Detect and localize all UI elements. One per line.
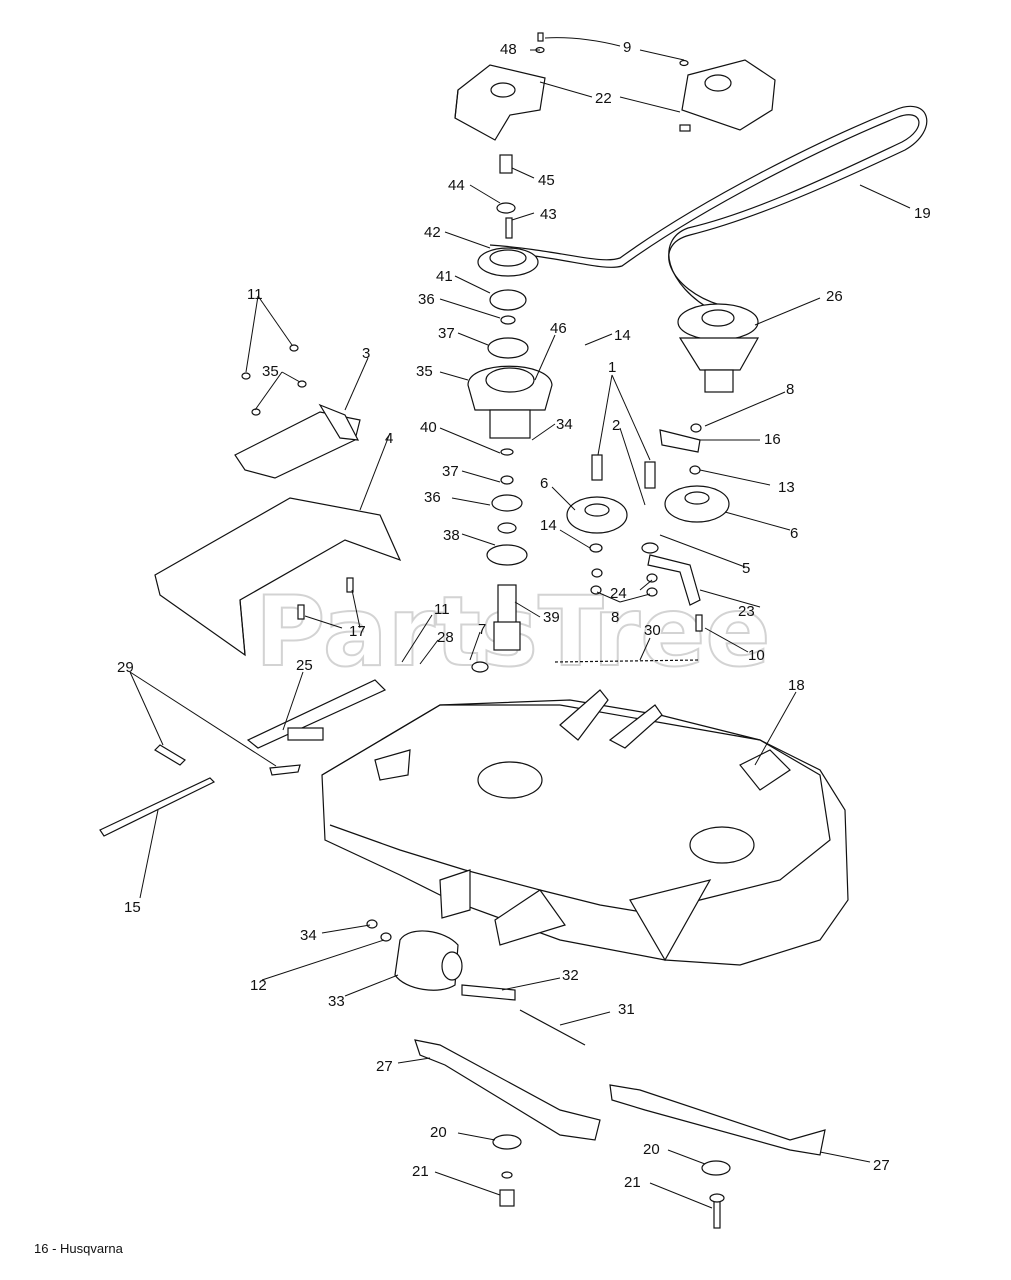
label-44: 44: [448, 177, 465, 194]
label-39: 39: [543, 609, 560, 626]
label-21-left: 21: [412, 1163, 429, 1180]
label-17: 17: [349, 623, 366, 640]
label-37-top: 37: [438, 325, 455, 342]
label-20-left: 20: [430, 1124, 447, 1141]
bracket-3: [234, 344, 361, 479]
drive-belt: [489, 105, 928, 313]
label-2: 2: [612, 417, 620, 434]
label-34-top: 34: [556, 416, 573, 433]
leader-lines: [129, 37, 911, 1209]
anti-scalp-roller: [366, 919, 586, 1046]
spring: [471, 659, 701, 673]
label-23: 23: [738, 603, 755, 620]
spindle-assembly: [467, 154, 553, 651]
discharge-chute: [154, 497, 402, 657]
label-28: 28: [437, 629, 454, 646]
label-21-right: 21: [624, 1174, 641, 1191]
label-11-top: 11: [247, 286, 263, 303]
blade-bolts: [492, 1134, 731, 1229]
label-14: 14: [540, 517, 557, 534]
label-5: 5: [742, 560, 750, 577]
label-15: 15: [124, 899, 141, 916]
label-11: 11: [434, 601, 450, 618]
label-20-right: 20: [643, 1141, 660, 1158]
label-6-right: 6: [790, 525, 798, 542]
label-4: 4: [385, 430, 393, 447]
label-40: 40: [420, 419, 437, 436]
rod-25: [99, 679, 387, 837]
label-32: 32: [562, 967, 579, 984]
page-footer: 16 - Husqvarna: [34, 1241, 123, 1256]
spindle-26: [677, 303, 760, 393]
label-30: 30: [644, 622, 661, 639]
part-labels: 48 9 22 45 44 43 19 42 26 41 11 36 14 37…: [117, 39, 931, 1191]
label-34: 34: [300, 927, 317, 944]
label-10: 10: [748, 647, 765, 664]
label-38: 38: [443, 527, 460, 544]
belt-cover-right: [679, 59, 776, 132]
label-31: 31: [618, 1001, 635, 1018]
label-43: 43: [540, 206, 557, 223]
idler-pulleys: [566, 423, 730, 632]
label-16: 16: [764, 431, 781, 448]
label-1: 1: [608, 359, 616, 376]
label-8: 8: [611, 609, 619, 626]
label-36-top: 36: [418, 291, 435, 308]
label-6-left: 6: [540, 475, 548, 492]
label-25: 25: [296, 657, 313, 674]
label-33: 33: [328, 993, 345, 1010]
label-46: 46: [550, 320, 567, 337]
label-9: 9: [623, 39, 631, 56]
label-37: 37: [442, 463, 459, 480]
label-29: 29: [117, 659, 134, 676]
label-12: 12: [250, 977, 267, 994]
label-3: 3: [362, 345, 370, 362]
label-14-top: 14: [614, 327, 631, 344]
blade-right: [609, 1084, 826, 1156]
label-35-left: 35: [262, 363, 279, 380]
mower-deck: [321, 689, 849, 966]
label-26: 26: [826, 288, 843, 305]
label-22: 22: [595, 90, 612, 107]
label-13: 13: [778, 479, 795, 496]
label-36: 36: [424, 489, 441, 506]
label-7: 7: [478, 621, 486, 638]
label-27-right: 27: [873, 1157, 890, 1174]
label-27-left: 27: [376, 1058, 393, 1075]
label-24: 24: [610, 585, 627, 602]
label-35: 35: [416, 363, 433, 380]
label-18: 18: [788, 677, 805, 694]
label-45: 45: [538, 172, 555, 189]
label-41: 41: [436, 268, 453, 285]
label-19: 19: [914, 205, 931, 222]
label-48: 48: [500, 41, 517, 58]
label-8-top: 8: [786, 381, 794, 398]
bolt-48: [535, 32, 689, 67]
belt-cover-left: [454, 64, 546, 141]
label-42: 42: [424, 224, 441, 241]
